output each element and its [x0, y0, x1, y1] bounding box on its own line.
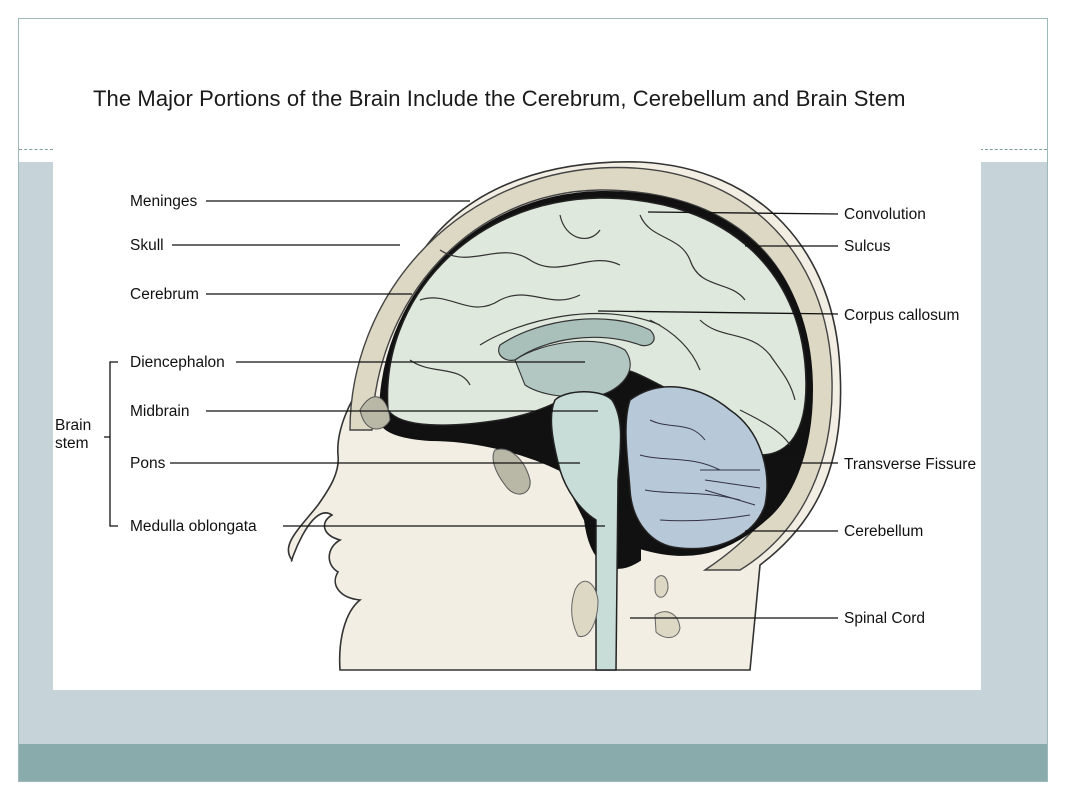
- corpus-callosum: [498, 318, 655, 361]
- title-divider-right: [980, 149, 1047, 150]
- brain-stem-shape: [550, 391, 622, 671]
- title-divider-left: [19, 149, 53, 150]
- skull-shape: [349, 166, 833, 571]
- label-brain-stem-line1: Brain: [55, 417, 91, 434]
- sphenoid-sinus: [492, 448, 531, 495]
- vertebra-side: [654, 575, 669, 598]
- label-brain-stem-line2: stem: [55, 435, 89, 452]
- label-cerebellum: Cerebellum: [844, 523, 923, 540]
- label-midbrain: Midbrain: [130, 403, 189, 420]
- vertebra-upper: [571, 580, 599, 637]
- label-corpus-callosum: Corpus callosum: [844, 307, 959, 324]
- label-medulla-oblongata: Medulla oblongata: [130, 518, 257, 535]
- leader-convolution: [647, 211, 839, 215]
- label-diencephalon: Diencephalon: [130, 354, 225, 371]
- label-convolution: Convolution: [844, 206, 926, 223]
- label-transverse-fissure: Transverse Fissure: [844, 456, 976, 473]
- diencephalon-shape: [514, 340, 631, 398]
- label-cerebrum: Cerebrum: [130, 286, 199, 303]
- label-skull: Skull: [130, 237, 164, 254]
- label-pons: Pons: [130, 455, 166, 472]
- cerebellum-shape: [625, 386, 768, 550]
- label-meninges: Meninges: [130, 193, 197, 210]
- figure-title: The Major Portions of the Brain Include …: [93, 86, 906, 111]
- label-spinal-cord: Spinal Cord: [844, 610, 925, 627]
- label-sulcus: Sulcus: [844, 238, 891, 255]
- leader-corpus-callosum: [597, 310, 839, 315]
- gyri-lines: [409, 214, 796, 446]
- cerebellum-folia: [639, 419, 761, 522]
- leader-lines: [170, 200, 839, 619]
- brain-stem-bracket: [104, 361, 118, 527]
- slide-footer-bar: [19, 744, 1047, 781]
- frontal-sinus: [359, 396, 391, 430]
